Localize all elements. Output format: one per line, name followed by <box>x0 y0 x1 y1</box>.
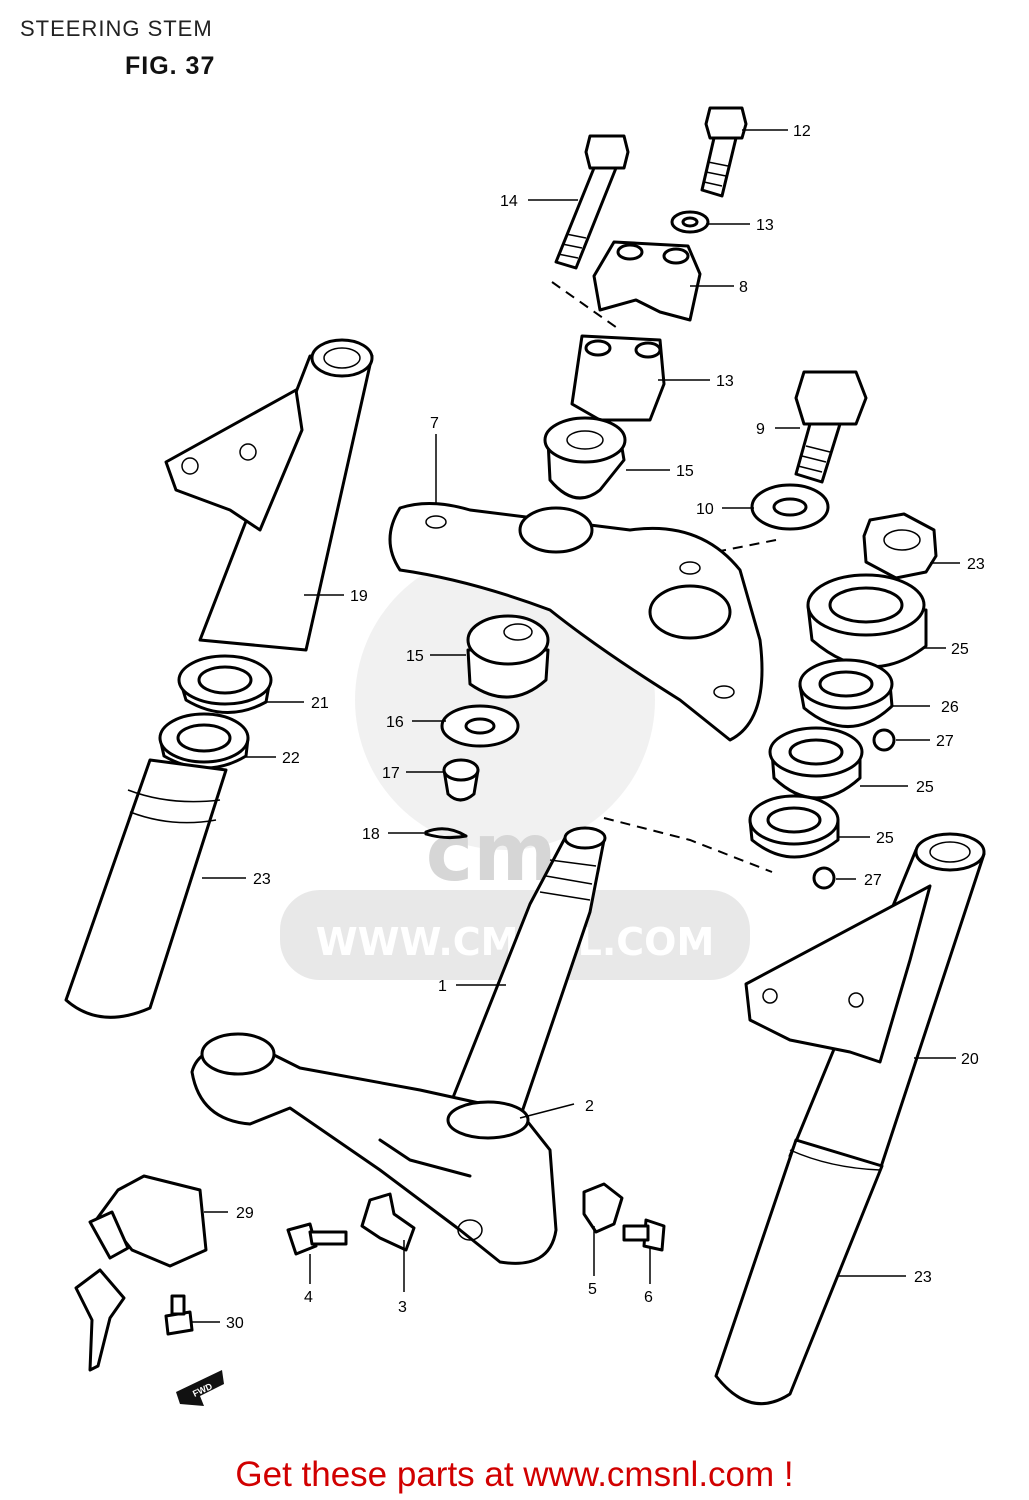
part-2-lower-bracket <box>190 1032 558 1265</box>
callout-15-upper: 15 <box>676 463 694 480</box>
callout-15-lower: 15 <box>406 648 424 665</box>
watermark-banner <box>280 890 750 980</box>
callout-12: 13 <box>756 217 774 234</box>
leader-lines <box>190 129 960 1323</box>
callout-labels: 12 13 14 8 13 15 9 10 7 23 25 26 27 25 2… <box>226 123 985 1332</box>
part-15-cushion-lower <box>466 614 550 699</box>
part-27-steel-ball-upper <box>872 728 896 752</box>
callout-10: 10 <box>696 501 714 518</box>
callout-2: 2 <box>585 1098 594 1115</box>
part-5-hose-clamp <box>582 1182 624 1234</box>
diagram-title: STEERING STEM <box>20 16 213 41</box>
callout-6: 6 <box>644 1289 653 1306</box>
part-19-fork-cover-left <box>164 338 374 652</box>
callout-14: 14 <box>500 193 518 210</box>
part-6-bolt <box>622 1218 666 1252</box>
part-18-cotter-pin <box>424 827 468 840</box>
part-23-fork-cover-right <box>714 1138 884 1406</box>
callout-21: 21 <box>311 695 329 712</box>
part-8-handlebar-holder-upper <box>592 240 702 322</box>
callout-25-upper: 25 <box>916 779 934 796</box>
part-27-steel-ball-lower <box>812 866 836 890</box>
callout-3: 3 <box>398 1299 407 1316</box>
part-13-handlebar-holder-lower <box>570 334 666 422</box>
callout-18: 18 <box>362 826 380 843</box>
callout-27-lower: 27 <box>864 872 882 889</box>
part-3-cable-guide <box>360 1192 416 1252</box>
part-25-bearing-race-lower <box>748 794 840 859</box>
callout-28: 25 <box>951 641 969 658</box>
part-17-collar <box>442 758 480 802</box>
figure-number: FIG. 37 <box>125 52 216 80</box>
callout-9: 9 <box>756 421 765 438</box>
part-11-bolt <box>700 106 748 198</box>
callout-1: 1 <box>438 978 447 995</box>
part-16-washer <box>440 704 520 748</box>
part-14-bolt <box>554 134 630 270</box>
part-9-bolt <box>794 370 868 484</box>
callout-19: 19 <box>350 588 368 605</box>
callout-24: 23 <box>967 556 985 573</box>
part-29-steering-lock <box>74 1174 208 1372</box>
part-10-washer <box>750 483 830 531</box>
callout-16: 16 <box>386 714 404 731</box>
fwd-arrow: FWD <box>176 1370 224 1406</box>
callout-13: 13 <box>716 373 734 390</box>
callout-8: 8 <box>739 279 748 296</box>
part-25-bearing-race-upper <box>768 726 864 800</box>
guide-line-10 <box>699 539 777 556</box>
callout-25-lower: 25 <box>876 830 894 847</box>
part-22-lower-ring <box>158 712 250 770</box>
part-4-bolt <box>286 1222 348 1256</box>
callout-4: 4 <box>304 1289 313 1306</box>
part-12-washer <box>670 210 710 234</box>
callout-17: 17 <box>382 765 400 782</box>
part-7-steering-stem-upper-bracket <box>388 501 764 742</box>
part-26-bearing-race <box>798 658 894 728</box>
part-28-dust-seal <box>806 573 928 668</box>
callout-20: 20 <box>961 1051 979 1068</box>
callout-22: 22 <box>282 750 300 767</box>
callout-26: 26 <box>941 699 959 716</box>
callout-23-left: 23 <box>253 871 271 888</box>
part-21-upper-ring <box>177 654 273 714</box>
footer-link[interactable]: Get these parts at www.cmsnl.com ! <box>235 1455 794 1494</box>
callout-30: 30 <box>226 1315 244 1332</box>
guide-line-stem <box>603 817 773 873</box>
part-30-screw <box>164 1294 194 1336</box>
callout-23-right: 23 <box>914 1269 932 1286</box>
callout-11: 12 <box>793 123 811 140</box>
part-15-cushion-upper <box>543 416 627 500</box>
callout-7: 7 <box>430 415 439 432</box>
guide-line-14 <box>551 281 621 331</box>
callout-27-upper: 27 <box>936 733 954 750</box>
part-23-fork-cover-left <box>64 758 228 1019</box>
callout-29: 29 <box>236 1205 254 1222</box>
callout-5: 5 <box>588 1281 597 1298</box>
part-24-stem-nut <box>862 512 938 580</box>
